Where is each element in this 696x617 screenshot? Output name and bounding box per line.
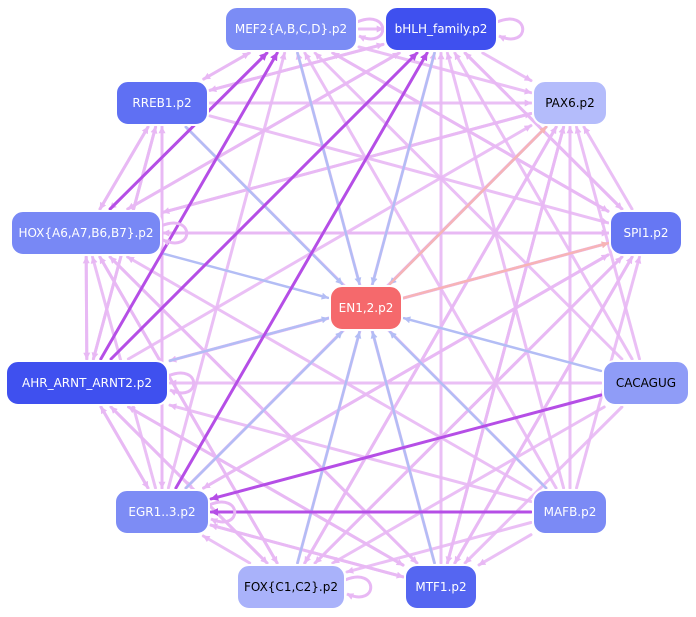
node-mtf1[interactable]: MTF1.p2 <box>404 564 478 610</box>
node-label-en12: EN1,2.p2 <box>339 301 394 315</box>
edge-mafb-to-fox <box>345 521 533 574</box>
edge-hox-to-mef2 <box>108 51 269 211</box>
edge-en12-to-pax6 <box>388 125 548 286</box>
node-spi1[interactable]: SPI1.p2 <box>609 210 683 256</box>
edge-mafb-to-mtf1 <box>477 533 533 567</box>
edge-pax6-to-hox <box>161 112 533 215</box>
edge-bhlh-to-en12 <box>370 51 436 286</box>
node-en12[interactable]: EN1,2.p2 <box>329 285 403 331</box>
self-loop-mef2 <box>356 17 385 42</box>
node-label-spi1: SPI1.p2 <box>623 226 668 240</box>
edge-ahr-to-mef2 <box>99 51 279 361</box>
edge-ahr-to-hox <box>82 255 90 361</box>
node-label-mef2: MEF2{A,B,C,D}.p2 <box>235 22 347 36</box>
self-loop-ahr <box>167 371 196 396</box>
edge-mafb-to-ahr <box>168 403 533 504</box>
node-ahr[interactable]: AHR_ARNT_ARNT2.p2 <box>5 360 169 406</box>
node-label-egr: EGR1..3.p2 <box>128 505 195 519</box>
edge-mafb-to-en12 <box>388 330 548 490</box>
node-box-spi1 <box>609 210 683 256</box>
node-box-hox <box>10 210 162 256</box>
edge-cacagug-to-egr <box>209 393 603 501</box>
edge-egr-to-ahr <box>99 405 150 490</box>
node-mef2[interactable]: MEF2{A,B,C,D}.p2 <box>224 6 358 52</box>
edge-egr-to-en12 <box>184 330 344 490</box>
edge-ahr-to-pax6 <box>126 124 533 361</box>
edge-ahr-to-bhlh <box>109 51 419 361</box>
node-mafb[interactable]: MAFB.p2 <box>532 489 608 535</box>
node-label-mtf1: MTF1.p2 <box>415 580 466 594</box>
edge-rreb1-to-spi1 <box>208 114 610 225</box>
edge-hox-to-en12 <box>161 252 330 300</box>
edge-mef2-to-rreb1 <box>202 51 251 81</box>
node-box-en12 <box>329 285 403 331</box>
node-box-mtf1 <box>404 564 478 610</box>
node-box-mef2 <box>224 6 358 52</box>
edge-mtf1-to-ahr <box>127 405 405 567</box>
edge-egr-to-bhlh <box>174 51 429 490</box>
node-fox[interactable]: FOX{C1,C2}.p2 <box>236 564 346 610</box>
self-loop-layer <box>160 17 525 600</box>
node-hox[interactable]: HOX{A6,A7,B6,B7}.p2 <box>10 210 162 256</box>
edge-hox-to-rreb1 <box>98 125 150 211</box>
node-box-egr <box>114 489 210 535</box>
self-loop-egr <box>208 500 237 525</box>
edge-mef2-to-en12 <box>296 51 362 286</box>
edge-mtf1-to-egr <box>209 523 405 579</box>
node-label-fox: FOX{C1,C2}.p2 <box>244 580 338 594</box>
edge-cacagug-to-en12 <box>402 316 603 373</box>
node-label-bhlh: bHLH_family.p2 <box>395 22 488 36</box>
node-box-fox <box>236 564 346 610</box>
edge-mafb-to-mef2 <box>303 51 558 490</box>
edge-mafb-to-hox <box>126 255 533 491</box>
node-box-cacagug <box>602 360 690 406</box>
node-box-pax6 <box>532 80 608 126</box>
edge-spi1-to-egr <box>202 253 610 490</box>
self-loop-fox <box>344 575 373 600</box>
node-bhlh[interactable]: bHLH_family.p2 <box>384 6 498 52</box>
node-label-cacagug: CACAGUG <box>616 376 676 390</box>
edge-bhlh-to-hox <box>126 51 401 211</box>
node-cacagug[interactable]: CACAGUG <box>602 360 690 406</box>
node-label-ahr: AHR_ARNT_ARNT2.p2 <box>22 376 152 390</box>
node-box-mafb <box>532 489 608 535</box>
node-label-pax6: PAX6.p2 <box>545 96 595 110</box>
node-box-ahr <box>5 360 169 406</box>
edge-en12-to-spi1 <box>402 241 610 300</box>
node-box-rreb1 <box>115 80 209 126</box>
edge-fox-to-egr <box>201 534 252 565</box>
self-loop-bhlh <box>496 17 525 42</box>
node-egr[interactable]: EGR1..3.p2 <box>114 489 210 535</box>
edge-mef2-to-spi1 <box>331 51 610 213</box>
node-box-bhlh <box>384 6 498 52</box>
edge-bhlh-to-pax6 <box>481 51 533 83</box>
self-loop-hox <box>160 221 189 246</box>
node-pax6[interactable]: PAX6.p2 <box>532 80 608 126</box>
edge-fox-to-en12 <box>296 330 362 565</box>
edge-mef2-to-pax6 <box>357 45 533 95</box>
node-label-mafb: MAFB.p2 <box>544 505 597 519</box>
node-label-rreb1: RREB1.p2 <box>132 96 191 110</box>
edge-spi1-to-pax6 <box>582 125 634 211</box>
edge-pax6-to-fox <box>303 125 558 565</box>
node-label-hox: HOX{A6,A7,B6,B7}.p2 <box>18 226 153 240</box>
edge-ahr-to-en12 <box>168 316 330 362</box>
node-rreb1[interactable]: RREB1.p2 <box>115 80 209 126</box>
